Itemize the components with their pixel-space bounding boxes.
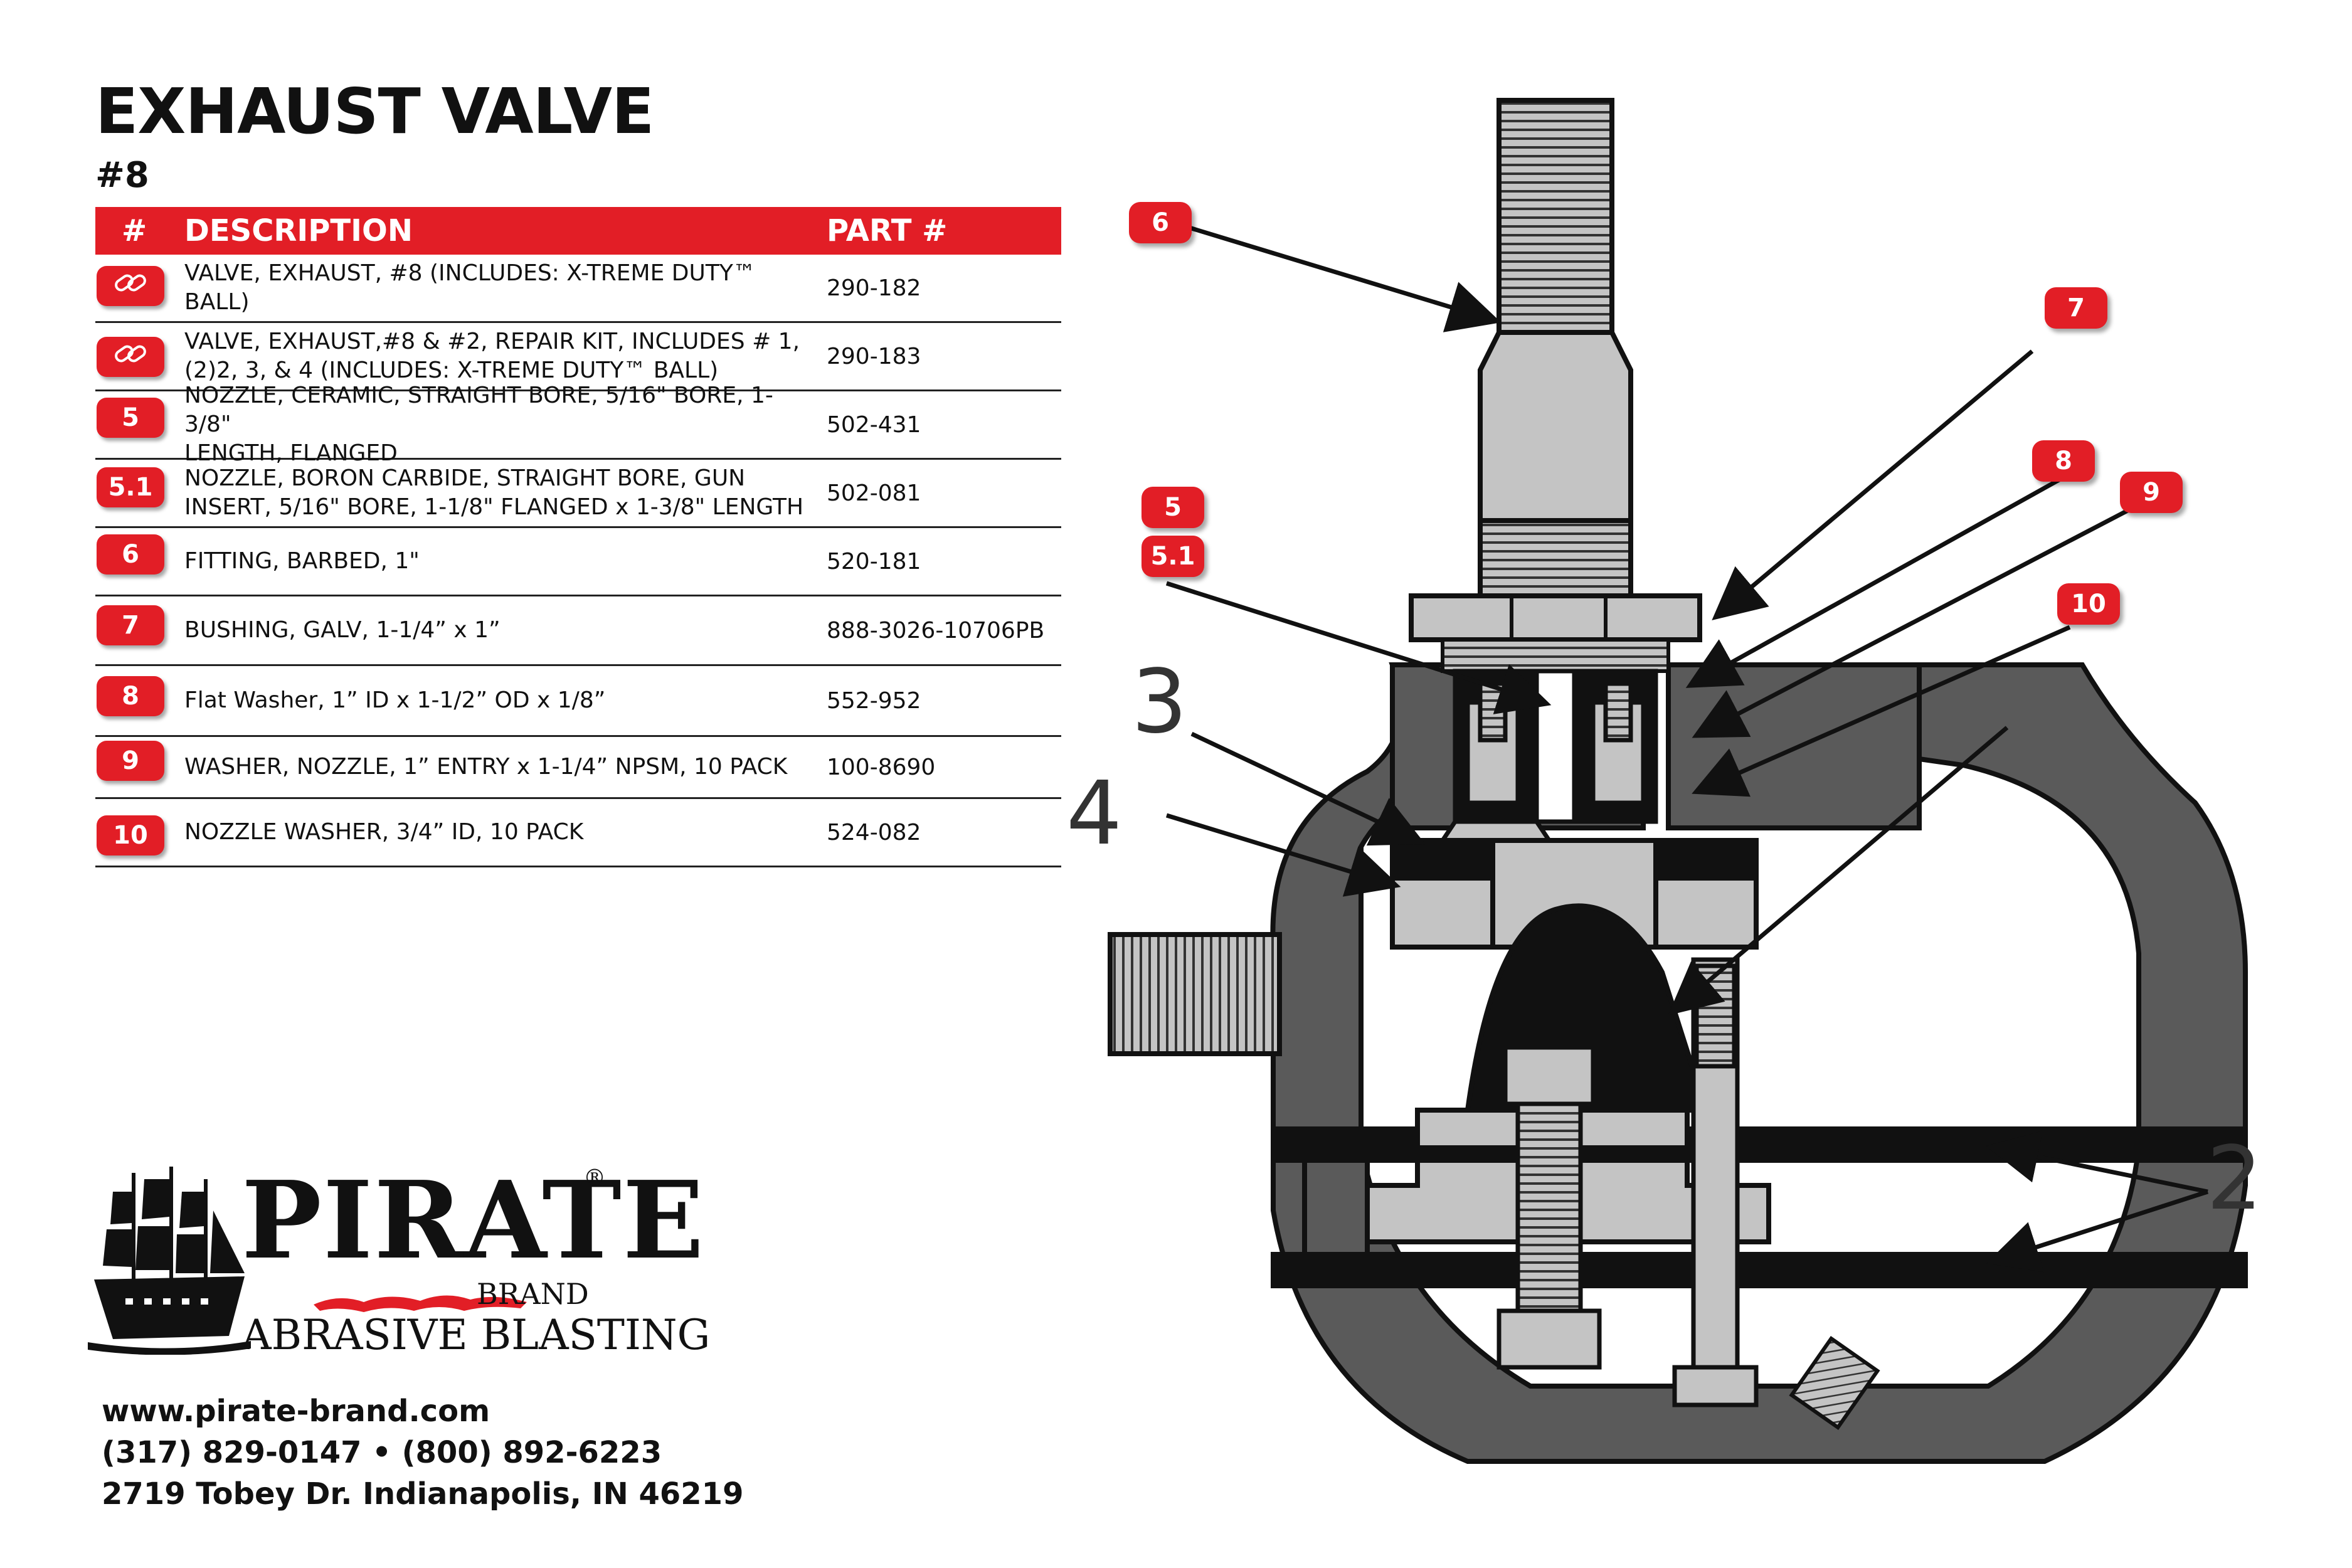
row-description: BUSHING, GALV, 1-1/4” x 1” [184, 617, 501, 643]
callout-5: 5 [1142, 487, 1204, 528]
table-row: 6 FITTING, BARBED, 1" 520-181 [95, 528, 1061, 596]
row-description: NOZZLE, BORON CARBIDE, STRAIGHT BORE, GU… [184, 465, 804, 520]
page-subtitle: #8 [95, 155, 149, 196]
table-row: 10 NOZZLE WASHER, 3/4” ID, 10 PACK 524-0… [95, 799, 1061, 867]
row-description: Flat Washer, 1” ID x 1-1/2” OD x 1/8” [184, 687, 606, 713]
link-icon [113, 270, 148, 302]
row-part-number: 524-082 [827, 819, 921, 845]
row-part-number: 502-431 [827, 411, 921, 438]
row-description: WASHER, NOZZLE, 1” ENTRY x 1-1/4” NPSM, … [184, 754, 788, 780]
exhaust-valve-diagram: 6 7 8 9 10 5 5.1 3 4 2 [1066, 82, 2321, 1524]
pirate-ship-icon [88, 1167, 251, 1355]
callout-7: 7 [2045, 287, 2107, 329]
logo-name: PIRATE [241, 1158, 706, 1283]
row-description: VALVE, EXHAUST,#8 & #2, REPAIR KIT, INCL… [184, 329, 800, 383]
logo-brand: BRAND [477, 1277, 589, 1311]
row-part-number: 100-8690 [827, 754, 936, 780]
table-header: # DESCRIPTION PART # [95, 207, 1061, 255]
nozzle-assembly [1438, 669, 1658, 843]
leader-lines [1165, 220, 2209, 1273]
row-description: VALVE, EXHAUST, #8 (INCLUDES: X-TREME DU… [184, 260, 756, 315]
address: 2719 Tobey Dr. Indianapolis, IN 46219 [102, 1476, 744, 1512]
callout-10: 10 [2057, 583, 2120, 625]
bushing [1409, 593, 1702, 642]
table-row: VALVE, EXHAUST, #8 (INCLUDES: X-TREME DU… [95, 255, 1061, 323]
row-badge: 5 [97, 398, 164, 438]
link-icon [113, 341, 148, 373]
page-title: EXHAUST VALVE [95, 75, 654, 148]
side-bolt [1672, 957, 1759, 1407]
column-header-part: PART # [827, 213, 948, 248]
table-row: 7 BUSHING, GALV, 1-1/4” x 1” 888-3026-10… [95, 596, 1061, 666]
row-part-number: 552-952 [827, 687, 921, 714]
callout-8: 8 [2032, 440, 2095, 482]
logo-tagline: ABRASIVE BLASTING [241, 1311, 711, 1359]
row-part-number: 520-181 [827, 548, 921, 575]
row-description: NOZZLE, CERAMIC, STRAIGHT BORE, 5/16" BO… [184, 383, 773, 466]
row-badge: 8 [97, 676, 164, 716]
callout-9: 9 [2120, 472, 2183, 513]
valve-drawing [1108, 98, 2248, 1464]
logo-registered-mark: ® [583, 1165, 606, 1191]
table-row: 5.1 NOZZLE, BORON CARBIDE, STRAIGHT BORE… [95, 460, 1061, 528]
phone-numbers: (317) 829-0147 • (800) 892-6223 [102, 1435, 662, 1470]
column-header-number: # [122, 213, 147, 248]
parts-table: # DESCRIPTION PART # VALVE, EXHAUST, #8 … [95, 207, 1061, 867]
row-badge: 6 [97, 534, 164, 575]
table-row: 9 WASHER, NOZZLE, 1” ENTRY x 1-1/4” NPSM… [95, 737, 1061, 799]
table-row: VALVE, EXHAUST,#8 & #2, REPAIR KIT, INCL… [95, 323, 1061, 391]
barbed-fitting [1478, 98, 1633, 598]
label-4: 4 [1066, 763, 1123, 865]
row-description: NOZZLE WASHER, 3/4” ID, 10 PACK [184, 819, 584, 845]
diaphragm-plates [1271, 1108, 2248, 1288]
row-part-number: 290-182 [827, 275, 921, 301]
pirate-brand-logo: PIRATE ® BRAND ABRASIVE BLASTING [88, 1158, 715, 1367]
blood-splatter-icon [314, 1295, 527, 1312]
row-badge [97, 337, 164, 377]
table-row: 8 Flat Washer, 1” ID x 1-1/2” OD x 1/8” … [95, 666, 1061, 737]
label-3: 3 [1131, 651, 1188, 753]
website-link[interactable]: www.pirate-brand.com [102, 1394, 490, 1429]
label-2: 2 [2206, 1128, 2263, 1230]
row-part-number: 502-081 [827, 480, 921, 506]
row-description: FITTING, BARBED, 1" [184, 548, 420, 574]
table-row: 5 NOZZLE, CERAMIC, STRAIGHT BORE, 5/16" … [95, 383, 1061, 466]
callout-6: 6 [1129, 202, 1192, 243]
inlet-pipe [1108, 932, 1282, 1056]
row-badge: 7 [97, 605, 164, 645]
column-header-description: DESCRIPTION [184, 213, 413, 248]
callout-5-1: 5.1 [1142, 536, 1204, 577]
row-badge: 9 [97, 741, 164, 781]
row-part-number: 888-3026-10706PB [827, 617, 1045, 644]
row-badge [97, 266, 164, 306]
row-part-number: 290-183 [827, 343, 921, 369]
row-badge: 10 [97, 815, 164, 856]
row-badge: 5.1 [97, 467, 164, 507]
center-bolt [1496, 1045, 1602, 1370]
